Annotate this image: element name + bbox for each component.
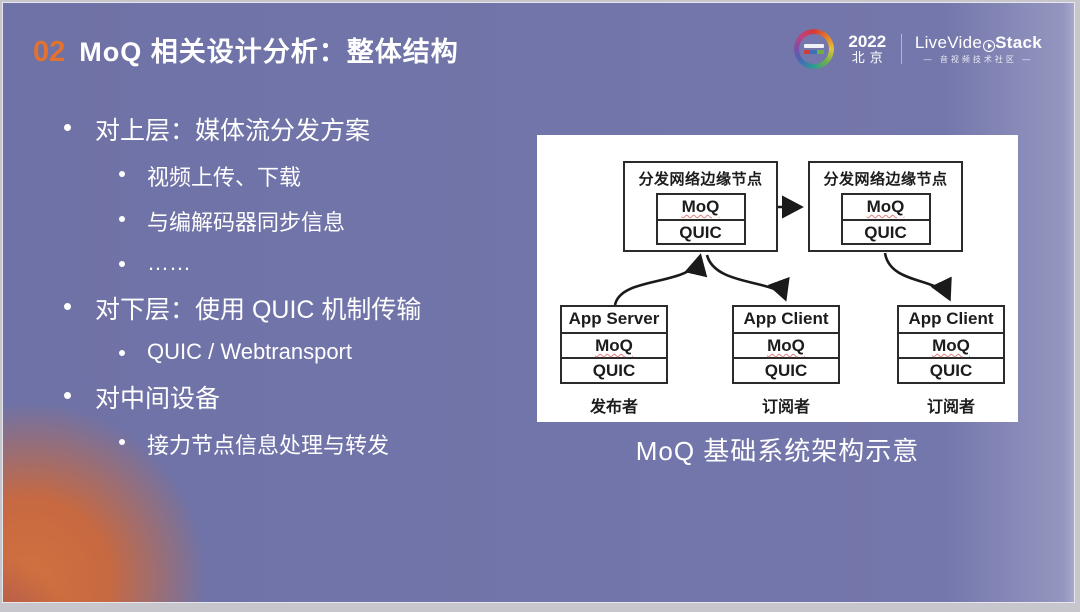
layer-moq: MoQ bbox=[866, 197, 905, 216]
host-row-moq: MoQ bbox=[734, 332, 838, 357]
protocol-stack: MoQ QUIC bbox=[840, 193, 931, 245]
slide: 02 MoQ 相关设计分析：整体结构 2022 北京 LiveVide Stack… bbox=[3, 3, 1074, 602]
brand-wordmark: LiveVide Stack — 音视频技术社区 — bbox=[915, 33, 1042, 65]
slide-header: 02 MoQ 相关设计分析：整体结构 bbox=[33, 30, 459, 69]
bullet-lower-layer-children: QUIC / Webtransport bbox=[55, 339, 530, 365]
brand-name-prefix: LiveVide bbox=[914, 33, 983, 52]
diagram-caption: MoQ 基础系统架构示意 bbox=[635, 436, 920, 466]
host-app-client-2: App Client MoQ QUIC bbox=[897, 305, 1005, 384]
bullet-item: 与编解码器同步信息 bbox=[55, 205, 530, 237]
layer-moq: MoQ bbox=[681, 197, 720, 216]
role-subscriber-2: 订阅者 bbox=[926, 399, 975, 416]
host-row-moq: MoQ bbox=[562, 332, 666, 357]
bullet-item: 视频上传、下载 bbox=[55, 160, 530, 192]
role-subscriber-1: 订阅者 bbox=[761, 399, 810, 416]
slide-number: 02 bbox=[33, 36, 66, 68]
edge-node-title: 分发网络边缘节点 bbox=[638, 171, 763, 188]
edge-node-title: 分发网络边缘节点 bbox=[823, 171, 948, 188]
brand-tagline: — 音视频技术社区 — bbox=[923, 55, 1034, 65]
host-row-quic: QUIC bbox=[562, 357, 666, 382]
bullet-upper-layer-children: 视频上传、下载 与编解码器同步信息 …… bbox=[55, 160, 530, 276]
brand-block: 2022 北京 LiveVide Stack — 音视频技术社区 — bbox=[793, 29, 1042, 69]
bullet-middle-devices-children: 接力节点信息处理与转发 bbox=[55, 428, 530, 460]
play-icon bbox=[982, 40, 995, 52]
host-app-server: App Server MoQ QUIC bbox=[560, 305, 668, 384]
bullet-upper-layer: 对上层：媒体流分发方案 bbox=[55, 111, 530, 147]
livevideostack-logo-icon bbox=[793, 29, 834, 69]
brand-year-text: 2022 bbox=[848, 31, 887, 51]
edge-node-right: 分发网络边缘节点 MoQ QUIC bbox=[808, 161, 963, 252]
page-title: MoQ 相关设计分析：整体结构 bbox=[79, 37, 459, 67]
brand-city-text: 北京 bbox=[851, 50, 888, 66]
bullet-item: …… bbox=[55, 250, 530, 276]
host-row-quic: QUIC bbox=[734, 357, 838, 382]
host-row: App Server bbox=[568, 309, 660, 328]
role-publisher: 发布者 bbox=[589, 399, 638, 416]
edge-node-left: 分发网络边缘节点 MoQ QUIC bbox=[623, 161, 778, 252]
host-row: App Client bbox=[743, 309, 829, 328]
bullet-item: QUIC / Webtransport bbox=[55, 339, 530, 365]
protocol-stack: MoQ QUIC bbox=[655, 193, 746, 245]
bullet-item: 接力节点信息处理与转发 bbox=[55, 428, 530, 460]
host-app-client-1: App Client MoQ QUIC bbox=[732, 305, 840, 384]
architecture-diagram: 分发网络边缘节点 MoQ QUIC 分发网络边缘节点 MoQ QUIC App … bbox=[537, 135, 1018, 422]
bullet-middle-devices: 对中间设备 bbox=[55, 379, 530, 415]
host-row: App Client bbox=[908, 309, 994, 328]
bullet-list: 对上层：媒体流分发方案 视频上传、下载 与编解码器同步信息 …… 对下层：使用 … bbox=[55, 111, 530, 474]
host-row-quic: QUIC bbox=[899, 357, 1003, 382]
brand-year: 2022 北京 bbox=[847, 31, 888, 66]
layer-quic: QUIC bbox=[842, 219, 929, 243]
host-row-moq: MoQ bbox=[899, 332, 1003, 357]
layer-quic: QUIC bbox=[657, 219, 744, 243]
brand-name-suffix: Stack bbox=[995, 33, 1042, 52]
brand-divider bbox=[900, 34, 902, 64]
bullet-lower-layer: 对下层：使用 QUIC 机制传输 bbox=[55, 290, 530, 326]
